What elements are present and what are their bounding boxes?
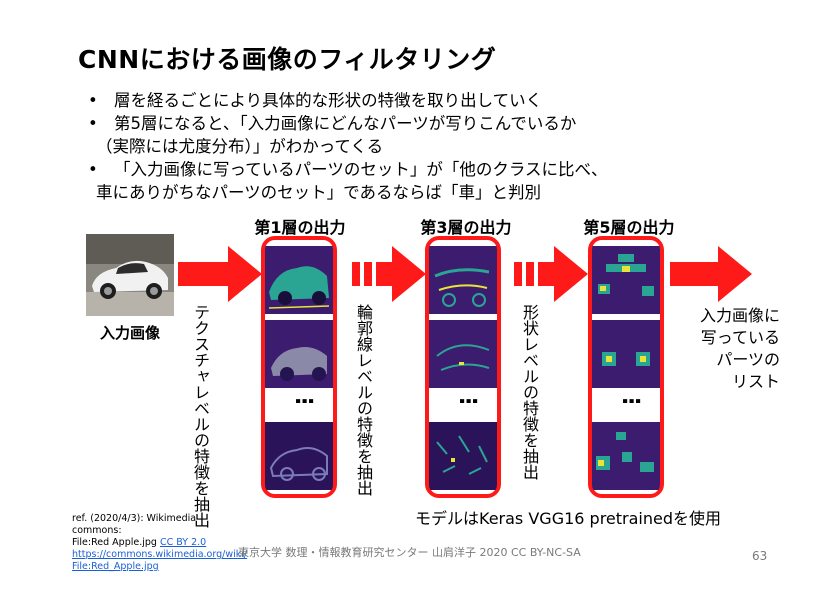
ellipsis: ⋮: [455, 390, 480, 406]
arrow-right-icon: [670, 246, 752, 302]
bullet-text: 「入力画像に写っているパーツのセット」が「他のクラスに比べ、: [114, 160, 608, 179]
reference: ref. (2020/4/3): Wikimedia commons: File…: [72, 513, 248, 572]
layer3-feature-map: [429, 246, 497, 314]
source-link[interactable]: File:Red_Apple.jpg: [72, 561, 159, 572]
bullet-icon: •: [88, 114, 98, 133]
layer1-feature-text: テクスチャレベルの特徴を抽出: [191, 304, 210, 528]
layer5-feature-map: [592, 246, 660, 314]
arrow-right-icon: [178, 246, 262, 302]
output-text: 入力画像に 写っている パーツの リスト: [699, 306, 780, 391]
layer5-feature-map: [592, 320, 660, 388]
bullet-list: • 層を経るごとにより具体的な形状の特徴を取り出していく • 第5層になると、「…: [88, 89, 788, 204]
model-note: モデルはKeras VGG16 pretrainedを使用: [415, 509, 722, 528]
bullet-item: • 第5層になると、「入力画像にどんなパーツが写りこんでいるか: [88, 112, 788, 135]
bullet-text-continued: （実際には尤度分布）」がわかってくる: [96, 137, 384, 156]
bullet-item: • 「入力画像に写っているパーツのセット」が「他のクラスに比べ、: [88, 158, 788, 181]
bullet-icon: •: [88, 160, 98, 179]
input-car-image: [86, 234, 174, 316]
bullet-text: 層を経るごとにより具体的な形状の特徴を取り出していく: [114, 91, 543, 110]
layer3-label: 第3層の出力: [420, 218, 512, 237]
layer1-feature-map: [265, 246, 333, 314]
bullet-text-continued: 車にありがちなパーツのセット」であるならば「車」と判別: [96, 183, 542, 202]
layer5-label: 第5層の出力: [583, 218, 675, 237]
layer3-feature-map: [429, 422, 497, 490]
layer3-feature-text: 輪郭線レベルの特徴を抽出: [354, 304, 373, 496]
bullet-item: • 層を経るごとにより具体的な形状の特徴を取り出していく: [88, 89, 788, 112]
license-link[interactable]: CC BY 2.0: [159, 537, 207, 548]
input-image-label: 入力画像: [99, 324, 160, 342]
layer5-feature-map: [592, 422, 660, 490]
bullet-icon: •: [88, 91, 98, 110]
source-link[interactable]: https://commons.wikimedia.org/wiki/: [72, 549, 248, 560]
slide-title: CNNにおける画像のフィルタリング: [78, 45, 497, 74]
ellipsis: ⋮: [618, 390, 643, 406]
layer1-feature-map: [265, 422, 333, 490]
ellipsis: ⋮: [291, 390, 316, 406]
layer1-feature-map: [265, 320, 333, 388]
layer1-frame: ⋮: [261, 236, 337, 498]
layer5-frame: ⋮: [588, 236, 664, 498]
layer1-label: 第1層の出力: [254, 218, 346, 237]
page-number: 63: [752, 549, 768, 563]
footer: 東京大学 数理・情報教育研究センター 山肩洋子 2020 CC BY-NC-SA: [238, 546, 581, 559]
layer5-feature-text: 形状レベルの特徴を抽出: [520, 304, 539, 480]
layer3-feature-map: [429, 320, 497, 388]
layer3-frame: ⋮: [425, 236, 501, 498]
bullet-text: 第5層になると、「入力画像にどんなパーツが写りこんでいるか: [114, 114, 577, 133]
dashed-arrow-icon: [352, 246, 426, 302]
dashed-arrow-icon: [514, 246, 588, 302]
